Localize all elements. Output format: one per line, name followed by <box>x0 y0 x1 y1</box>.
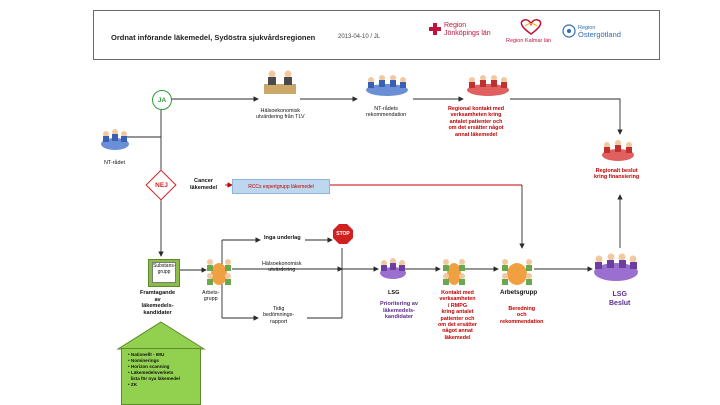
cancer-label-line1: Cancer <box>194 178 214 184</box>
beredning-line2: och <box>516 312 527 319</box>
kontakt-line4: kring antalet <box>441 309 474 316</box>
source-item: • Nationellt - IMU <box>128 352 165 357</box>
source-list: • Nationellt - IMU • Nominerings • Horiz… <box>128 352 180 388</box>
framtagande-line1: Framtagande <box>140 290 176 296</box>
ja-label: JA <box>157 96 167 104</box>
tlv-label-line1: Hälsoekonomisk <box>260 108 301 114</box>
source-item: • Horizon scanning <box>128 364 170 369</box>
regional-kontakt-line1: Regional kontakt med <box>448 106 505 112</box>
arbetsgrupp1-label: Arbets- grupp <box>202 290 219 303</box>
ja-decision: JA <box>152 90 172 110</box>
nt-rek-label: NT-rådets rekommendation <box>366 106 406 119</box>
source-item: • Nominerings <box>128 358 159 363</box>
lsg-beslut-line1: LSG <box>612 291 627 298</box>
substansgrupp-line1: Substans- <box>153 263 176 269</box>
tidig-label: Tidig bedömnings- rapport <box>263 306 294 325</box>
regional-kontakt-line2: verksamheten kring <box>450 112 502 119</box>
nej-label: NEJ <box>155 181 168 189</box>
framtagande-line4: kandidater <box>143 309 172 316</box>
lsg1-label: LSG <box>388 290 400 296</box>
regionalt-beslut-line1: Regionalt beslut <box>595 168 638 174</box>
logo-jonkoping-line1: Region <box>444 22 467 29</box>
kontakt-line3: / RMPG <box>447 302 468 309</box>
regional-kontakt-people-icon <box>467 75 509 96</box>
regionalt-beslut-line2: kring finansiering <box>594 174 640 181</box>
stop-sign-icon <box>333 224 353 244</box>
page-title: Ordnat införande läkemedel, Sydöstra sju… <box>111 33 316 42</box>
region-jonkoping-logo <box>428 22 442 41</box>
source-item: • ZK <box>128 382 138 387</box>
prioritering-line1: Prioritering av <box>380 301 418 307</box>
heart-icon <box>516 18 546 41</box>
tidig-line3: rapport <box>270 318 288 325</box>
header-date: 2013-04-10 / JL <box>338 34 381 40</box>
beredning-line1: Beredning <box>508 306 536 312</box>
kontakt-label: Kontakt med verksamheten / RMPG kring an… <box>438 290 477 341</box>
nt-rek-label-line1: NT-rådets <box>374 106 398 112</box>
cross-icon <box>429 23 441 35</box>
regional-kontakt-label: Regional kontakt med verksamheten kring … <box>448 106 504 138</box>
nt-rek-people-icon <box>366 75 408 96</box>
tlv-meeting-icon <box>264 70 296 94</box>
halsoek-utv-line1: Hälsoekonomisk <box>262 261 302 267</box>
connector <box>510 98 623 135</box>
lsg-beslut-people-icon <box>594 253 638 281</box>
beredning-label: Beredning och rekommendation <box>500 306 543 325</box>
kontakt-line6: om det ersätter <box>438 322 477 329</box>
regionalt-beslut-label: Regionalt beslut kring finansiering <box>594 168 639 181</box>
header-frame <box>93 10 660 60</box>
prioritering-line3: kandidater <box>384 314 414 321</box>
arbetsgrupp1-people-icon <box>207 259 231 285</box>
source-item: lista för nya läkemedel <box>130 376 180 381</box>
halsoek-utv-label: Hälsoekonomisk utvärdering <box>262 261 302 274</box>
arbetsgrupp1-line2: grupp <box>203 296 218 303</box>
prioritering-line2: läkemedels- <box>382 307 415 314</box>
stop-label: STOP <box>336 231 350 237</box>
substansgrupp-line2: grupp <box>157 269 171 275</box>
nt-radet-people-icon <box>101 129 129 150</box>
crest-icon <box>562 24 576 38</box>
nt-rek-label-line2: rekommendation <box>366 112 407 119</box>
tidig-line1: Tidig <box>272 306 285 312</box>
cancer-label: Cancer läkemedel <box>190 178 217 191</box>
cancer-label-line2: läkemedel <box>190 184 218 191</box>
logo-kalmar-text: Region Kalmar län <box>506 38 552 44</box>
regionalt-beslut-people-icon <box>602 140 634 161</box>
framtagande-label: Framtagande av läkemedels- kandidater <box>140 290 175 316</box>
logo-ostergotland-line1: Region <box>578 25 596 31</box>
beredning-line3: rekommendation <box>500 318 544 325</box>
framtagande-line2: av <box>154 296 161 303</box>
source-item: • Läkemedelsverkets <box>128 370 174 375</box>
lsg1-people-icon <box>380 258 406 279</box>
lsg-beslut-line2: Beslut <box>609 299 631 307</box>
kontakt-line8: läkemedel <box>444 334 471 341</box>
kontakt-line1: Kontakt med <box>441 290 474 296</box>
prioritering-label: Prioritering av läkemedels- kandidater <box>380 301 418 321</box>
framtagande-line3: läkemedels- <box>141 303 174 310</box>
inga-underlag-label: Inga underlag <box>264 235 301 241</box>
substansgrupp-label: Substans- grupp <box>152 262 176 283</box>
logo-jonkoping-line2: Jönköpings län <box>444 30 491 37</box>
kontakt-line5: patienter och <box>440 315 475 322</box>
arbetsgrupp2-people-icon <box>502 259 532 285</box>
tlv-label-line2: utvärdering från TLV <box>256 114 305 121</box>
tidig-line2: bedömnings- <box>263 312 295 319</box>
halsoek-utv-line2: utvärdering <box>268 267 296 274</box>
regional-kontakt-line4: om det ersätter något <box>448 125 504 132</box>
logo-ostergotland-line2: Östergötland <box>578 30 621 39</box>
tlv-label: Hälsoekonomisk utvärdering från TLV <box>256 108 305 121</box>
rcc-expert-box: RCCs expertgrupp läkemedel <box>232 179 330 194</box>
nt-radet-label: NT-rådet <box>104 160 125 166</box>
arbetsgrupp2-label: Arbetsgrupp <box>500 289 538 296</box>
green-up-arrow-icon <box>116 321 206 350</box>
kontakt-line7: något annat <box>442 328 473 335</box>
lsg-beslut-label: LSG Beslut <box>609 291 630 308</box>
kontakt-people-icon <box>443 259 465 285</box>
region-ostergotland-logo <box>562 24 576 43</box>
regional-kontakt-line5: annat läkemedel <box>455 131 497 138</box>
arbetsgrupp1-line1: Arbets- <box>202 290 220 296</box>
kontakt-line2: verksamheten <box>439 296 476 303</box>
regional-kontakt-line3: antalet patienter och <box>449 118 503 125</box>
